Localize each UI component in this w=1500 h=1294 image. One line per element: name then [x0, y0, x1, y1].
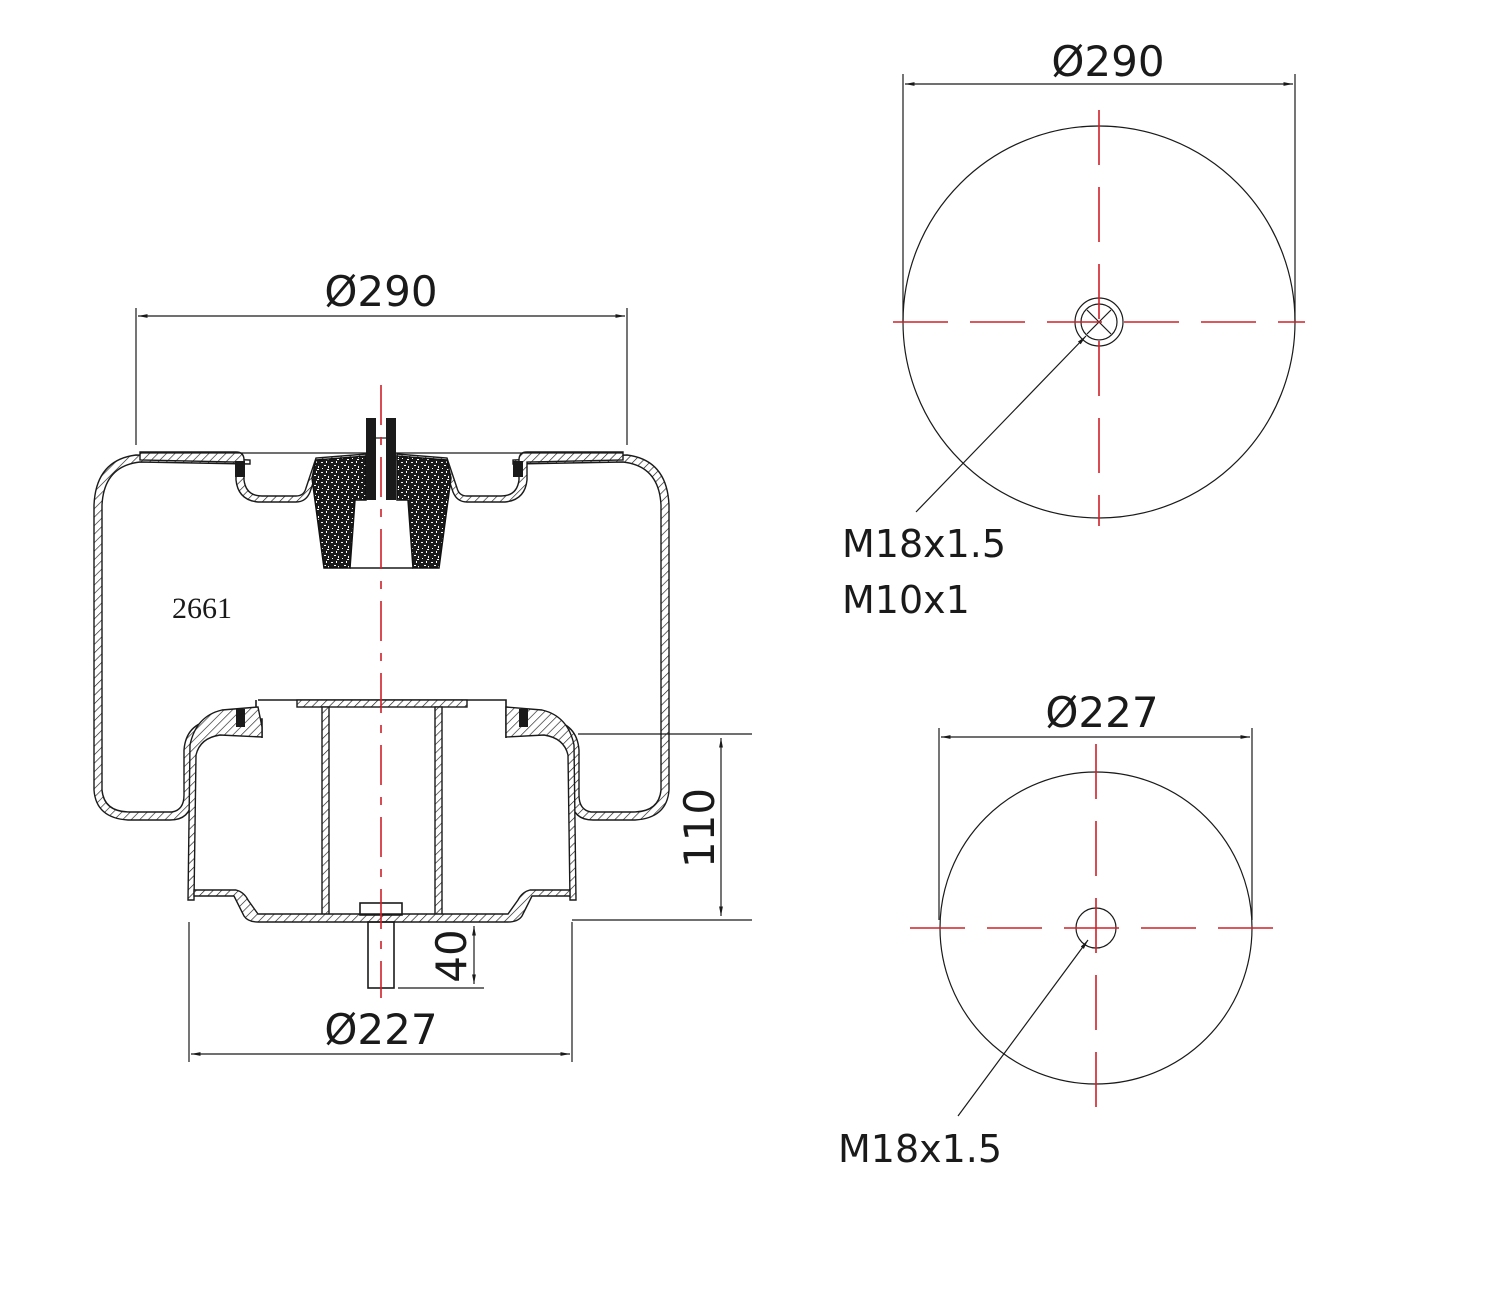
rubber-bumper-right: [396, 455, 452, 569]
piston-cap-plate: [296, 699, 468, 708]
top-seal-right: [513, 461, 523, 477]
bottom-view-diameter-label: Ø227: [1045, 688, 1158, 737]
side-section-view: Ø290 2661: [93, 267, 752, 1062]
piston-seal-right: [519, 709, 528, 727]
stud-length-dimension: 40: [398, 926, 484, 989]
rubber-bumper: [311, 455, 367, 569]
top-diameter-dimension: Ø290: [135, 267, 628, 445]
piston-seal-left: [236, 709, 245, 727]
part-number: 2661: [172, 592, 232, 625]
top-view-thread-1: M18x1.5: [842, 522, 1006, 566]
inner-tube-left: [321, 706, 330, 916]
top-view-leader: [915, 335, 1087, 513]
top-plate: [139, 451, 367, 503]
piston-height-dimension: 110: [572, 733, 752, 921]
top-plan-view: Ø290 M18x1.5 M10x1: [842, 37, 1305, 622]
bottom-view-thread: M18x1.5: [838, 1127, 1002, 1171]
piston-wall-left: [187, 706, 263, 901]
piston-wall-right: [505, 706, 577, 901]
bellows-wall-right: [512, 454, 670, 821]
top-seal-left: [235, 461, 245, 477]
piston-height-label: 110: [675, 788, 724, 868]
top-view-diameter-label: Ø290: [1051, 37, 1164, 86]
piston-base: [193, 889, 571, 923]
top-plate-right: [396, 451, 624, 503]
bellows-wall: [93, 454, 251, 821]
bottom-plan-view: Ø227 M18x1.5: [838, 688, 1280, 1171]
side-bottom-diameter-label: Ø227: [324, 1005, 437, 1054]
inner-tube-right: [434, 706, 443, 916]
bottom-diameter-dimension: Ø227: [188, 922, 573, 1062]
side-top-diameter-label: Ø290: [324, 267, 437, 316]
top-view-thread-2: M10x1: [842, 578, 970, 622]
stud-length-label: 40: [427, 929, 476, 982]
bottom-view-leader: [957, 939, 1089, 1117]
